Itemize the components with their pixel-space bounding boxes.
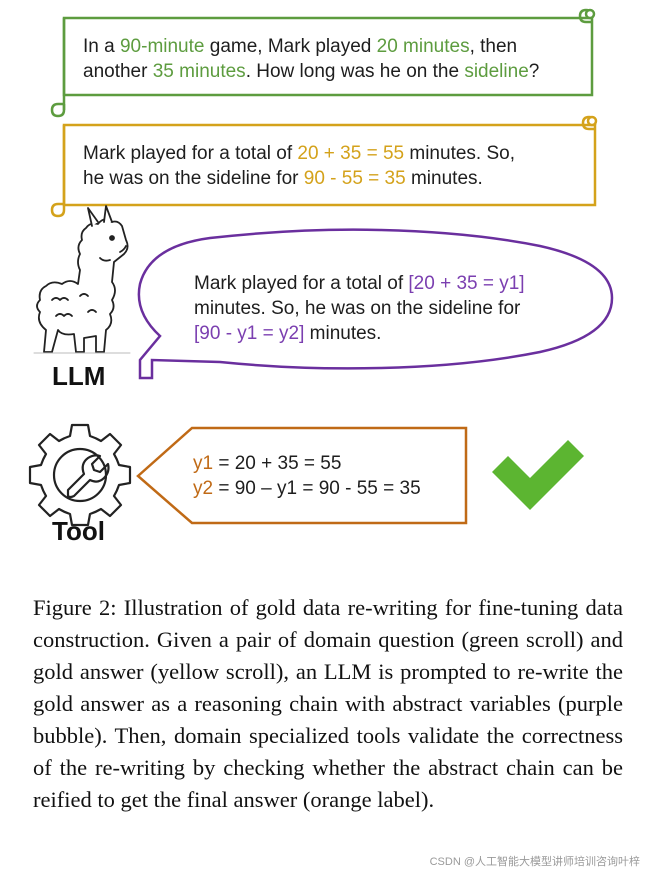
checkmark-icon <box>492 440 584 510</box>
question-seg: In a <box>83 36 120 57</box>
answer-highlight: 90 - 55 = 35 <box>303 168 406 189</box>
figure-caption: Figure 2: Illustration of gold data re-w… <box>33 595 623 812</box>
question-highlight: 20 minutes <box>376 36 470 57</box>
question-text: In a 90-minute game, Mark played 20 minu… <box>83 34 539 84</box>
question-highlight: sideline <box>464 61 529 82</box>
llm-seg: Mark played for a total of <box>194 273 409 294</box>
question-seg: ? <box>528 61 540 82</box>
tool-label: Tool <box>52 516 105 546</box>
llm-speech-bubble <box>137 228 614 380</box>
tool-output-label <box>136 426 468 525</box>
question-highlight: 90-minute <box>119 36 205 57</box>
watermark: CSDN @人工智能大模型讲师培训咨询叶梓 <box>429 856 640 868</box>
llm-label: LLM <box>52 361 106 391</box>
tool-var: y1 <box>193 453 214 474</box>
answer-seg: minutes. <box>405 168 483 189</box>
llm-rewrite-text: Mark played for a total of [20 + 35 = y1… <box>194 271 525 346</box>
yellow-scroll <box>50 115 598 218</box>
gold-answer-text: Mark played for a total of 20 + 35 = 55 … <box>83 141 515 191</box>
answer-highlight: 20 + 35 = 55 <box>297 143 405 164</box>
tool-var: y2 <box>193 478 214 499</box>
llm-variable-expr: [90 - y1 = y2] <box>194 323 305 344</box>
llm-seg: minutes. <box>304 323 382 344</box>
llm-variable-expr: [20 + 35 = y1] <box>408 273 525 294</box>
alpaca-icon <box>33 205 131 354</box>
llm-seg: minutes. So, he was on the sideline for <box>194 298 521 319</box>
answer-seg: minutes. So, <box>404 143 515 164</box>
gear-wrench-icon <box>28 423 132 527</box>
question-seg: another <box>83 61 153 82</box>
question-seg: game, Mark played <box>204 36 377 57</box>
answer-seg: he was on the sideline for <box>83 168 304 189</box>
tool-expr: = 90 – y1 = 90 - 55 = 35 <box>213 478 421 499</box>
question-seg: . How long was he on the <box>245 61 465 82</box>
question-highlight: 35 minutes <box>152 61 246 82</box>
tool-expr: = 20 + 35 = 55 <box>213 453 342 474</box>
green-scroll <box>50 8 596 118</box>
tool-output-text: y1 = 20 + 35 = 55 y2 = 90 – y1 = 90 - 55… <box>193 451 421 501</box>
answer-seg: Mark played for a total of <box>83 143 298 164</box>
question-seg: , then <box>469 36 518 57</box>
